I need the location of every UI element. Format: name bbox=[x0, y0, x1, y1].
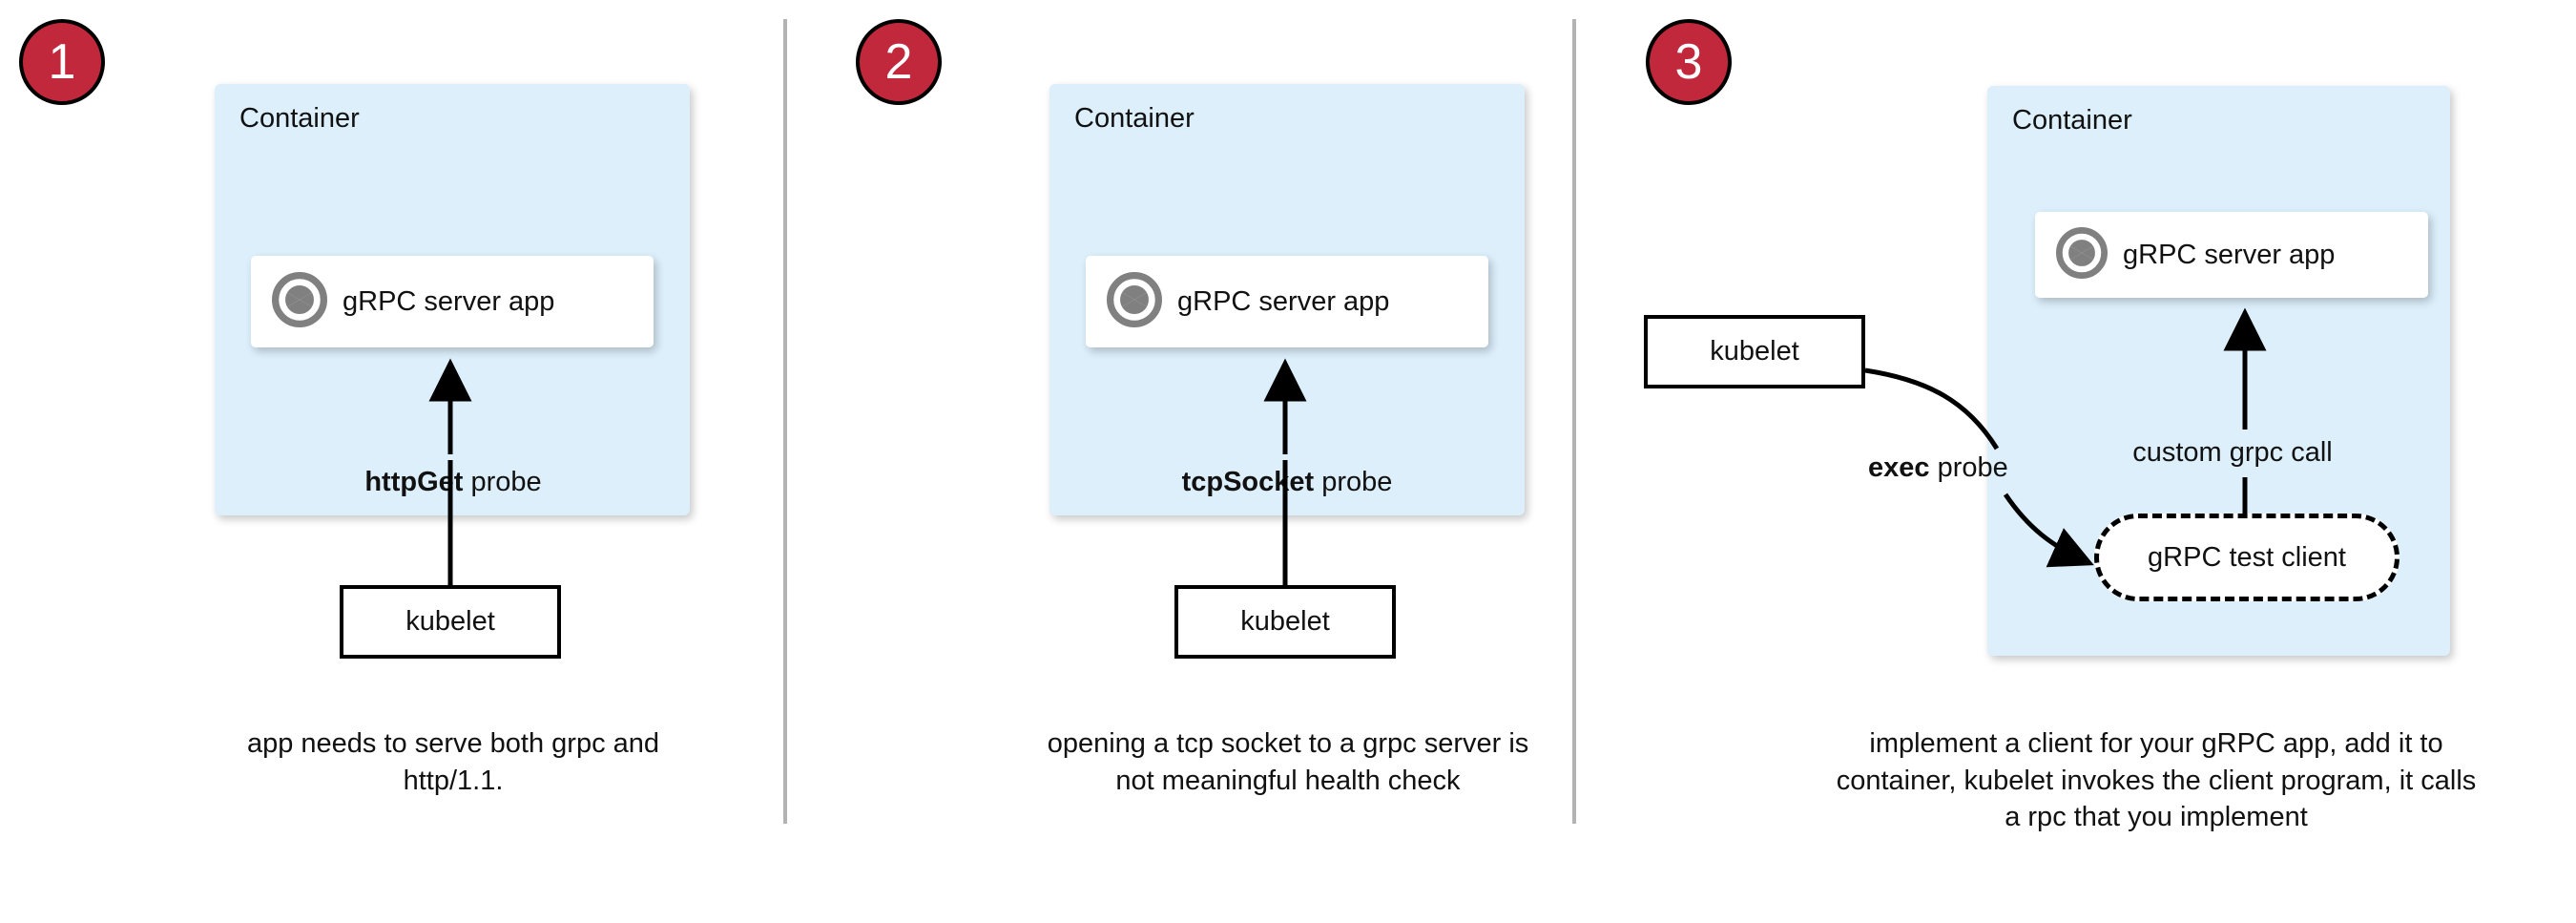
grpc-aperture-icon bbox=[1107, 271, 1162, 332]
grpc-server-app-card-1: gRPC server app bbox=[251, 256, 654, 347]
probe-word-3: probe bbox=[1929, 452, 2008, 483]
grpc-server-app-label-3: gRPC server app bbox=[2123, 239, 2336, 270]
arrow-exec-probe-curve-upper bbox=[1864, 367, 2000, 451]
grpc-server-app-label-1: gRPC server app bbox=[343, 285, 555, 317]
step-badge-2: 2 bbox=[856, 19, 942, 105]
grpc-server-app-label-2: gRPC server app bbox=[1177, 285, 1390, 317]
custom-grpc-call-label: custom grpc call bbox=[2132, 437, 2333, 468]
panel-caption-2: opening a tcp socket to a grpc server is… bbox=[1047, 728, 1529, 796]
panel-divider-2 bbox=[1572, 19, 1576, 824]
kubelet-box-1: kubelet bbox=[340, 585, 561, 659]
step-badge-3: 3 bbox=[1646, 19, 1732, 105]
probe-kind-2: tcpSocket bbox=[1181, 467, 1315, 497]
kubelet-box-2: kubelet bbox=[1174, 585, 1396, 659]
panel-divider-1 bbox=[783, 19, 787, 824]
grpc-server-app-card-2: gRPC server app bbox=[1086, 256, 1488, 347]
panel-caption-3: implement a client for your gRPC app, ad… bbox=[1836, 728, 2477, 833]
container-label-2: Container bbox=[1074, 103, 1195, 134]
probe-word-2: probe bbox=[1314, 467, 1393, 497]
grpc-server-app-card-3: gRPC server app bbox=[2035, 212, 2428, 298]
container-label-1: Container bbox=[239, 103, 360, 134]
exec-probe-label: exec probe bbox=[1868, 452, 2078, 484]
grpc-aperture-icon bbox=[272, 271, 327, 332]
step-badge-1: 1 bbox=[19, 19, 105, 105]
grpc-test-client-label: gRPC test client bbox=[2148, 541, 2346, 573]
panel-caption-1: app needs to serve both grpc and http/1.… bbox=[246, 728, 660, 796]
grpc-test-client-box: gRPC test client bbox=[2094, 514, 2399, 601]
kubelet-label-2: kubelet bbox=[1240, 606, 1330, 637]
grpc-aperture-icon bbox=[2056, 226, 2108, 283]
probe-kind-1: httpGet bbox=[364, 467, 464, 497]
container-label-3: Container bbox=[2012, 105, 2132, 136]
tcpsocket-probe-label: tcpSocket probe bbox=[1139, 467, 1435, 498]
kubelet-label-3: kubelet bbox=[1710, 336, 1799, 367]
probe-word-1: probe bbox=[463, 467, 542, 497]
probe-kind-3: exec bbox=[1868, 452, 1930, 483]
kubelet-label-1: kubelet bbox=[405, 606, 495, 637]
httpget-probe-label: httpGet probe bbox=[305, 467, 601, 498]
kubelet-box-3: kubelet bbox=[1644, 315, 1865, 388]
